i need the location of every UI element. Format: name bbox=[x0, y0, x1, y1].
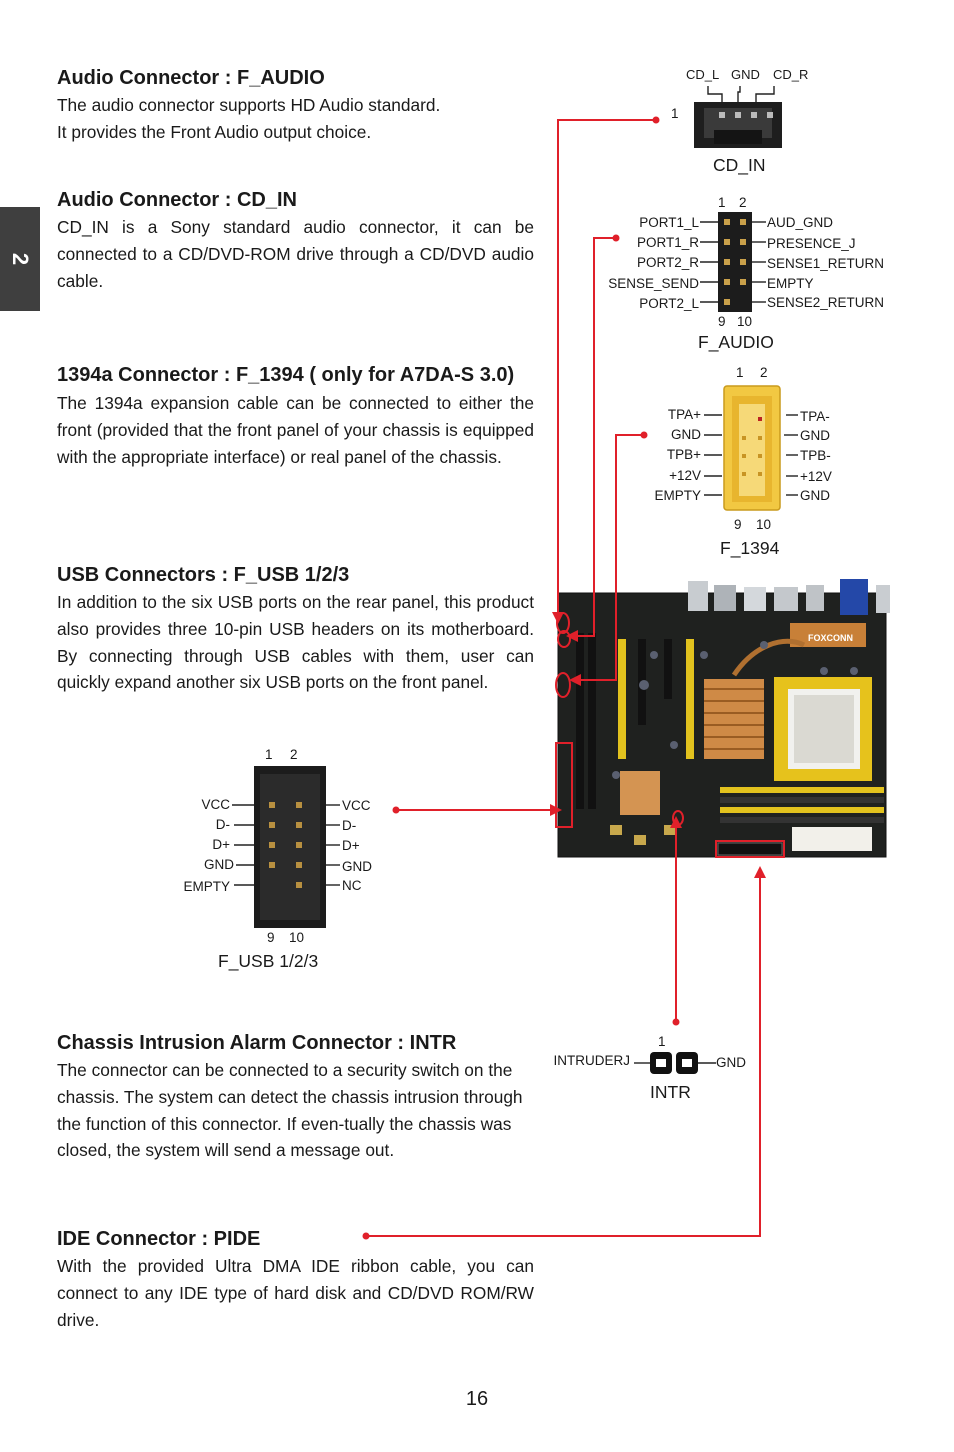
pin-label: PORT2_L bbox=[639, 296, 699, 311]
section-title: Chassis Intrusion Alarm Connector : INTR bbox=[57, 1032, 457, 1054]
section-intr: Chassis Intrusion Alarm Connector : INTR… bbox=[57, 1030, 534, 1164]
pin-label: GND bbox=[671, 427, 701, 442]
section-text: The connector can be connected to a secu… bbox=[57, 1060, 523, 1161]
pin-label: TPA- bbox=[800, 409, 830, 424]
pin-label: PORT1_R bbox=[636, 235, 699, 250]
section-title: Audio Connector : CD_IN bbox=[57, 189, 297, 211]
f-1394-header-graphic bbox=[704, 385, 798, 511]
page-number: 16 bbox=[465, 1388, 489, 1410]
pin-number: 2 bbox=[760, 365, 768, 380]
section-text: The 1394a expansion cable can be connect… bbox=[57, 393, 534, 467]
pin-label: NC bbox=[342, 878, 362, 893]
motherboard-brand: FOXCONN bbox=[808, 633, 853, 643]
pin-number: 10 bbox=[756, 517, 772, 532]
section-title: USB Connectors : F_USB 1/2/3 bbox=[57, 564, 350, 586]
connector-caption: INTR bbox=[650, 1082, 691, 1102]
pin-label: CD_L bbox=[686, 67, 720, 82]
pin-label: +12V bbox=[800, 469, 832, 484]
pin-label: EMPTY bbox=[654, 488, 701, 503]
intr-header-graphic bbox=[634, 1052, 716, 1074]
pin-label: D+ bbox=[342, 838, 360, 853]
pin-label: CD_R bbox=[773, 67, 809, 82]
pin-label: INTRUDERJ bbox=[553, 1053, 631, 1068]
pin-number: 2 bbox=[290, 747, 298, 762]
pin-label: +12V bbox=[669, 468, 701, 483]
section-text: With the provided Ultra DMA IDE ribbon c… bbox=[57, 1256, 534, 1330]
pin-label: GND bbox=[716, 1055, 746, 1070]
pin-label: VCC bbox=[342, 798, 371, 813]
pin-label: GND bbox=[800, 488, 830, 503]
pin-label: VCC bbox=[201, 797, 230, 812]
pin-label: PORT1_L bbox=[639, 215, 699, 230]
pin-label: GND bbox=[204, 857, 234, 872]
pin-label: D- bbox=[215, 817, 230, 832]
pin-label: GND bbox=[731, 67, 760, 82]
pin-number: 9 bbox=[734, 517, 742, 532]
section-text-line1: The audio connector supports HD Audio st… bbox=[57, 95, 441, 115]
pin-number: 1 bbox=[671, 106, 679, 121]
connector-caption: F_USB 1/2/3 bbox=[218, 951, 319, 971]
pin-number: 2 bbox=[739, 195, 747, 210]
pin-label: GND bbox=[342, 859, 372, 874]
pin-label: D+ bbox=[212, 837, 230, 852]
chapter-tab: 2 bbox=[0, 207, 40, 311]
pin-number: 9 bbox=[267, 930, 275, 945]
pin-number: 1 bbox=[658, 1034, 666, 1049]
f-usb-header-graphic bbox=[232, 766, 340, 928]
pin-label: TPA+ bbox=[667, 407, 701, 422]
section-title: Audio Connector : F_AUDIO bbox=[57, 67, 325, 89]
cd-in-connector-graphic bbox=[694, 86, 782, 148]
pin-number: 1 bbox=[736, 365, 744, 380]
pin-label: SENSE_SEND bbox=[608, 276, 699, 291]
pin-label: GND bbox=[800, 428, 830, 443]
f-audio-header-graphic bbox=[700, 212, 766, 312]
pin-number: 10 bbox=[289, 930, 305, 945]
pin-label: PORT2_R bbox=[636, 255, 699, 270]
section-f-1394: 1394a Connector : F_1394 ( only for A7DA… bbox=[57, 358, 534, 470]
pin-label: SENSE2_RETURN bbox=[767, 295, 885, 310]
section-text-line2: It provides the Front Audio output choic… bbox=[57, 121, 372, 142]
section-f-audio: Audio Connector : F_AUDIO The audio conn… bbox=[57, 65, 534, 146]
connector-caption: CD_IN bbox=[713, 155, 766, 175]
pin-label: EMPTY bbox=[183, 879, 230, 894]
section-text: CD_IN is a Sony standard audio connector… bbox=[57, 217, 534, 291]
connector-caption: F_1394 bbox=[720, 538, 780, 558]
section-cd-in: Audio Connector : CD_IN CD_IN is a Sony … bbox=[57, 187, 534, 294]
pin-label: TPB- bbox=[800, 448, 831, 463]
pin-number: 10 bbox=[737, 314, 753, 329]
section-text: In addition to the six USB ports on the … bbox=[57, 592, 534, 693]
pin-number: 1 bbox=[718, 195, 726, 210]
pin-label: PRESENCE_J bbox=[767, 236, 856, 251]
pin-label: SENSE1_RETURN bbox=[767, 256, 885, 271]
pin-label: EMPTY bbox=[767, 276, 814, 291]
pin-label: AUD_GND bbox=[767, 215, 834, 230]
pin-number: 1 bbox=[265, 747, 273, 762]
motherboard-image: FOXCONN bbox=[555, 579, 890, 858]
pin-label: D- bbox=[342, 818, 357, 833]
connector-caption: F_AUDIO bbox=[698, 332, 774, 352]
section-title: 1394a Connector : F_1394 ( only for A7DA… bbox=[57, 364, 515, 386]
pin-label: TPB+ bbox=[666, 447, 701, 462]
section-f-usb: USB Connectors : F_USB 1/2/3 In addition… bbox=[57, 562, 534, 696]
pin-number: 9 bbox=[718, 314, 726, 329]
section-title: IDE Connector : PIDE bbox=[57, 1228, 261, 1250]
section-pide: IDE Connector : PIDE With the provided U… bbox=[57, 1226, 534, 1333]
